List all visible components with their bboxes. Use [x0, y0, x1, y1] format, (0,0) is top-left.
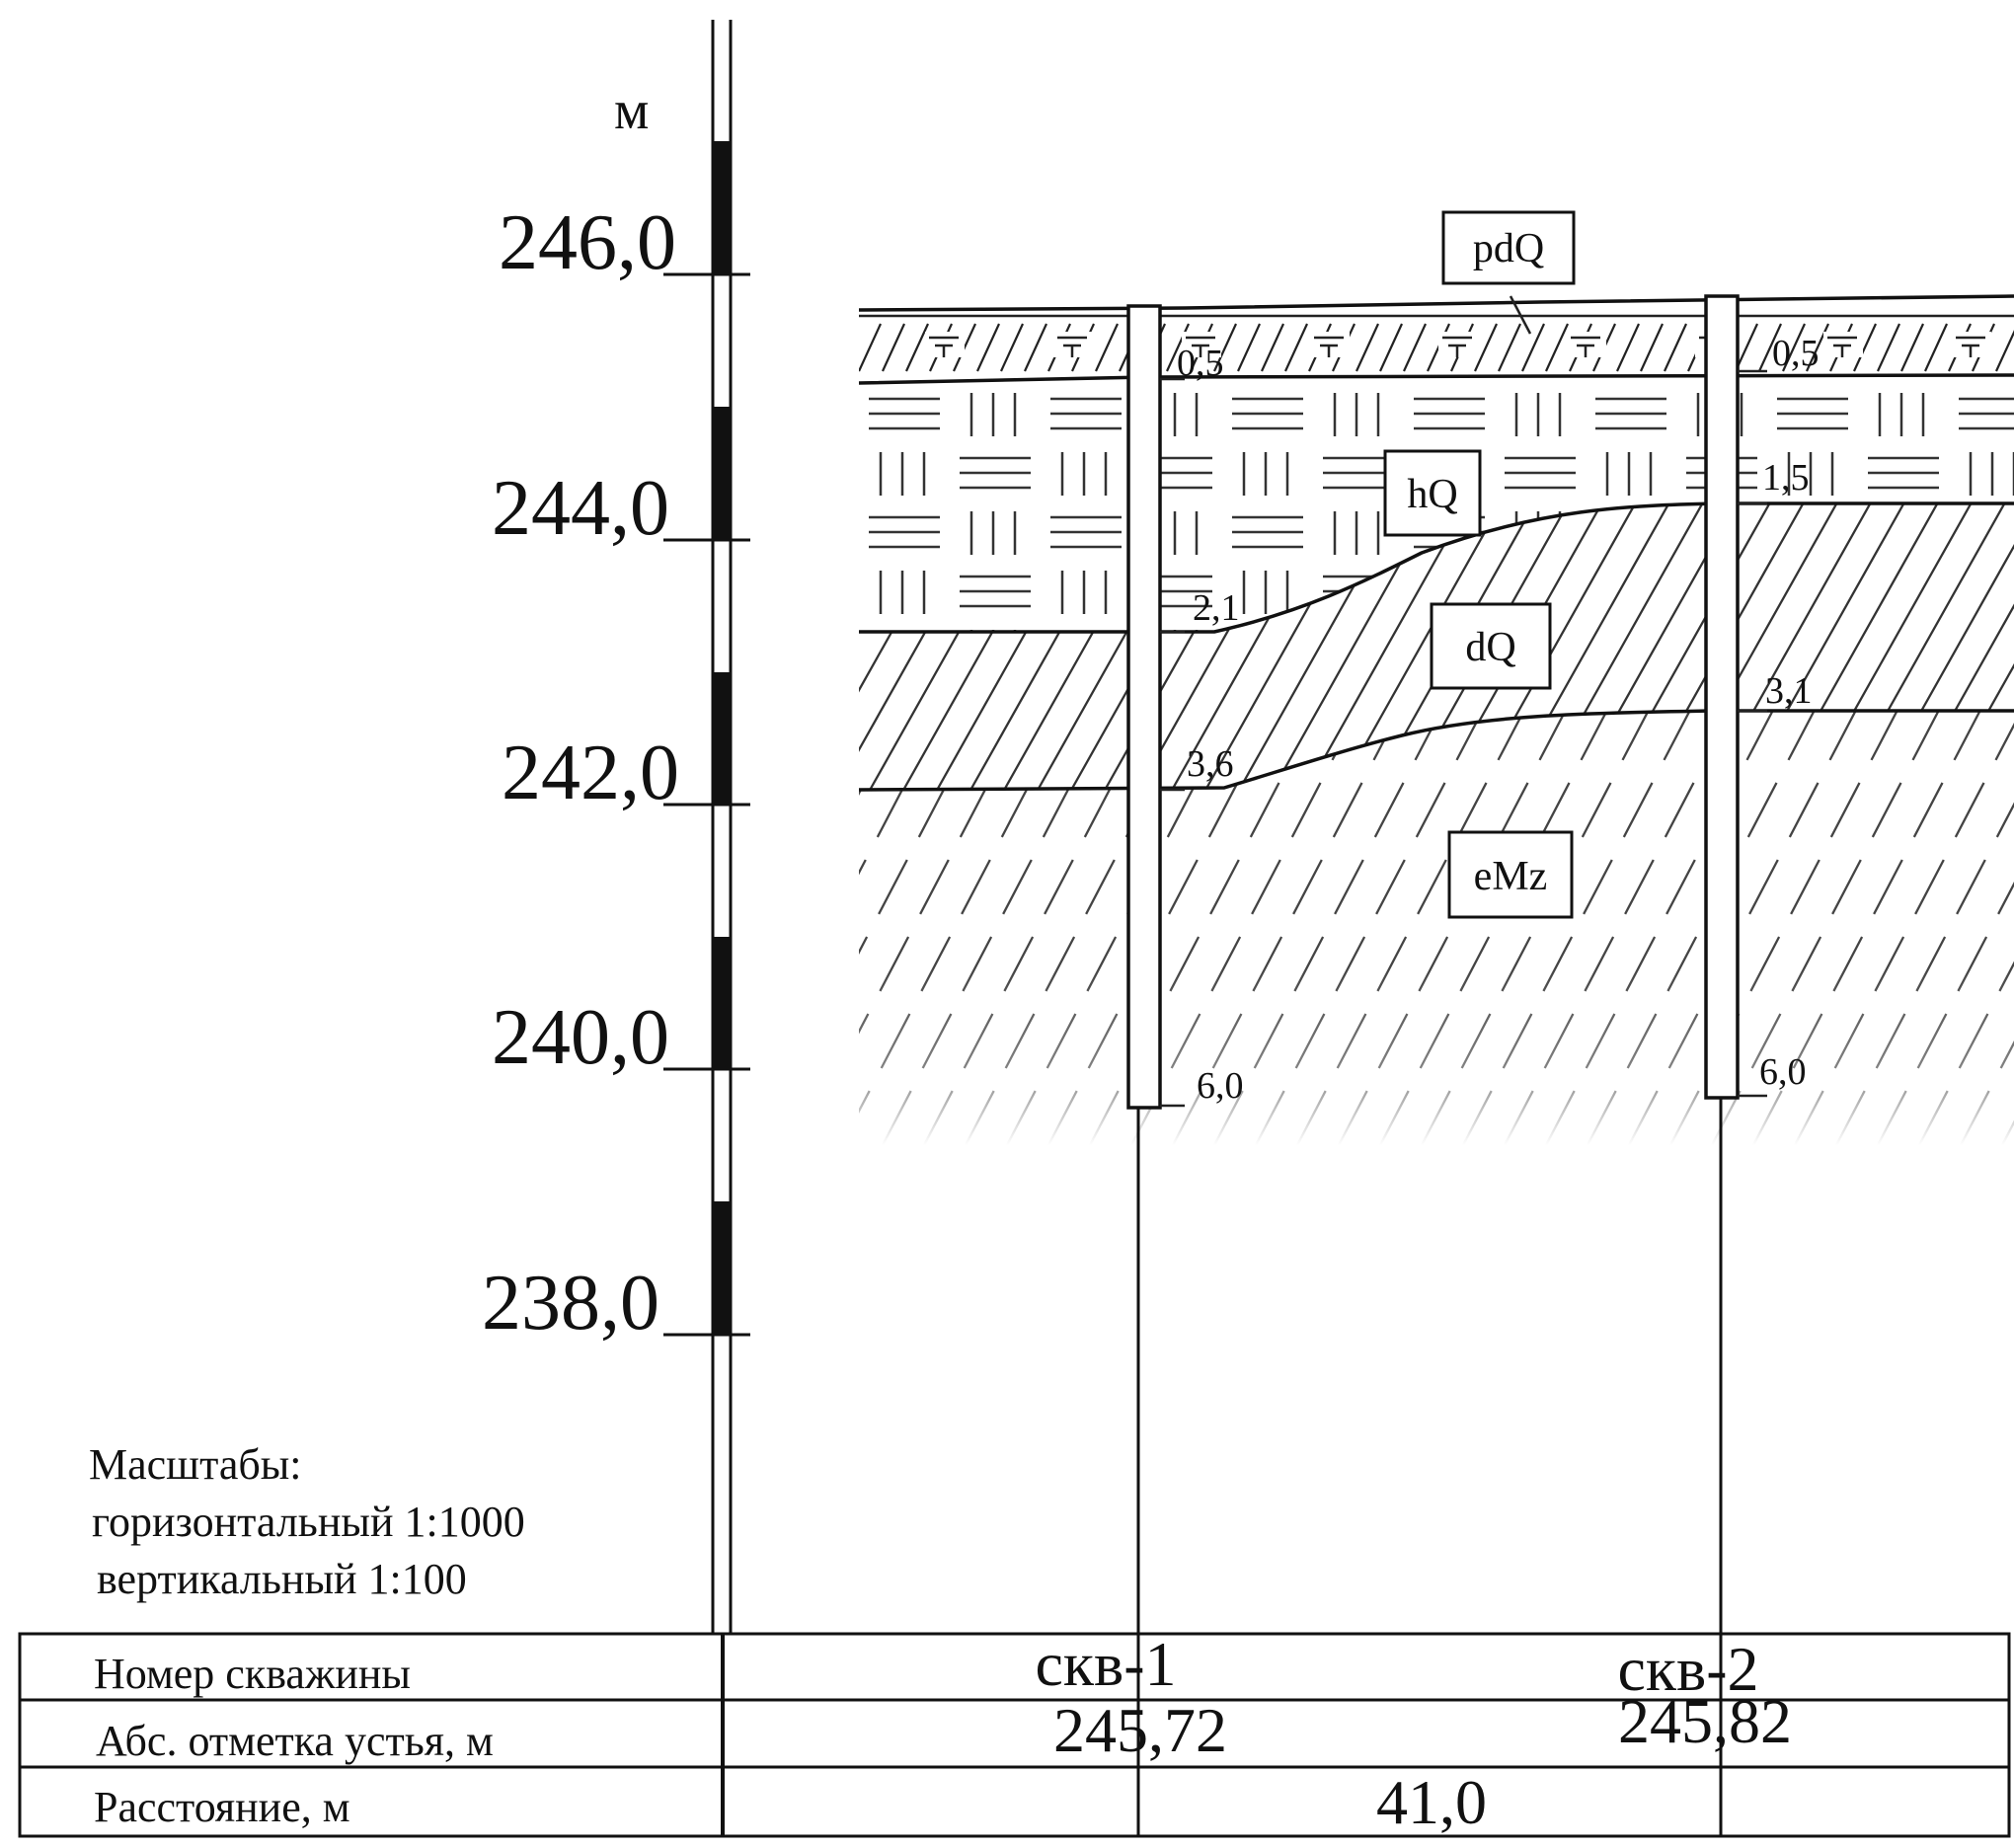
layer-d — [859, 503, 2014, 790]
scales-horizontal: горизонтальный 1:1000 — [92, 1498, 525, 1546]
pd-hatch-stroke — [1521, 323, 1545, 372]
borehole-1-elevation: 245,72 — [1053, 1695, 1227, 1765]
layer-pd — [859, 323, 2014, 372]
pd-hatch-stroke — [1024, 323, 1047, 372]
pd-hatch-stroke — [905, 323, 929, 372]
layer-index-d: dQ — [1465, 625, 1515, 670]
row-distance-label: Расстояние, м — [94, 1783, 350, 1831]
bh2-depth-1: 0,5 — [1772, 333, 1820, 374]
bh1-depth-1: 0,5 — [1177, 343, 1224, 384]
layer-boundaries — [858, 294, 2014, 792]
scale-segment-2 — [713, 672, 731, 805]
d-hatch-stroke — [1528, 503, 1710, 790]
d-hatch-stroke — [859, 503, 971, 790]
scale-unit-label: м — [614, 80, 649, 141]
scale-tick-label-4: 238,0 — [482, 1260, 659, 1347]
d-hatch-stroke — [859, 503, 1005, 790]
pd-hatch-stroke — [1900, 323, 1924, 372]
borehole-1 — [1126, 304, 1185, 1634]
distance-value: 41,0 — [1376, 1767, 1487, 1837]
borehole-2-elevation: 245,82 — [1618, 1686, 1792, 1756]
elevation-scale — [663, 20, 750, 1634]
d-hatch-stroke — [1797, 503, 1978, 790]
layer-index-h: hQ — [1407, 472, 1457, 517]
pd-hatch-stroke — [1853, 323, 1877, 372]
row-borehole-number-label: Номер скважины — [94, 1650, 411, 1698]
pd-hatch-stroke — [1474, 323, 1498, 372]
scale-tick-label-1: 244,0 — [492, 465, 669, 552]
pd-hatch-stroke — [882, 323, 905, 372]
borehole-1-name: скв-1 — [1035, 1629, 1176, 1699]
d-hatch-stroke — [1730, 503, 1911, 790]
d-hatch-stroke — [1260, 503, 1441, 790]
label-box-h: hQ — [1383, 449, 1482, 537]
d-hatch-stroke — [1092, 503, 1274, 790]
pd-hatch-stroke — [1616, 323, 1640, 372]
pd-hatch-stroke — [1758, 323, 1782, 372]
label-box-e: eMz — [1447, 830, 1574, 919]
bh2-depth-2: 1,5 — [1762, 457, 1810, 499]
layer-index-pd: pdQ — [1473, 226, 1544, 271]
pd-hatch-stroke — [1498, 323, 1521, 372]
d-hatch-stroke — [1025, 503, 1206, 790]
scale-segment-3 — [713, 937, 731, 1069]
label-box-d: dQ — [1430, 602, 1552, 690]
pd-hatch-stroke — [1782, 323, 1806, 372]
pd-hatch-stroke — [1284, 323, 1308, 372]
pd-hatch-stroke — [1237, 323, 1261, 372]
d-hatch-stroke — [891, 503, 1072, 790]
scales-vertical: вертикальный 1:100 — [97, 1555, 467, 1603]
d-hatch-stroke — [1763, 503, 1945, 790]
d-hatch-stroke — [1663, 503, 1844, 790]
d-hatch-stroke — [859, 503, 904, 790]
pd-hatch-stroke — [1403, 323, 1427, 372]
pd-hatch-stroke — [1356, 323, 1379, 372]
row-elevation-label: Абс. отметка устья, м — [96, 1717, 494, 1765]
pd-hatch-stroke — [1545, 323, 1569, 372]
borehole-2-name: скв-2 — [1617, 1634, 1758, 1704]
pd-hatch-stroke — [1664, 323, 1687, 372]
bh1-depth-2: 2,1 — [1193, 587, 1240, 629]
scale-segment-1 — [713, 407, 731, 540]
scale-tick-label-2: 242,0 — [502, 730, 679, 816]
pd-hatch-stroke — [976, 323, 1000, 372]
label-box-pd: pdQ — [1441, 210, 1576, 285]
data-table — [18, 1632, 2011, 1838]
layer-index-e: eMz — [1474, 854, 1548, 899]
d-hatch-stroke — [1998, 503, 2014, 790]
d-hatch-stroke — [1931, 503, 2014, 790]
bh2-depth-4: 6,0 — [1759, 1051, 1807, 1093]
layer-e — [859, 711, 2014, 1145]
d-hatch-stroke — [958, 503, 1139, 790]
pd-hatch-stroke — [1877, 323, 1900, 372]
pd-hatch-stroke — [1379, 323, 1403, 372]
bh1-depth-3: 3,6 — [1187, 743, 1234, 785]
boundary-h-d — [859, 501, 2014, 634]
scale-segment-4 — [713, 1201, 731, 1335]
scales-title: Масштабы: — [89, 1440, 302, 1489]
boundary-pd-h — [858, 373, 2014, 385]
d-hatch-stroke — [859, 503, 1039, 790]
ground-surface — [858, 294, 2014, 312]
pd-hatch-stroke — [1000, 323, 1024, 372]
pd-hatch-stroke — [1095, 323, 1119, 372]
d-hatch-stroke — [859, 503, 938, 790]
scale-tick-label-3: 240,0 — [492, 994, 669, 1081]
pd-hatch-stroke — [1261, 323, 1284, 372]
pd-hatch-stroke — [1995, 323, 2014, 372]
pd-hatch-stroke — [1924, 323, 1948, 372]
pd-hatch-stroke — [1213, 323, 1237, 372]
d-hatch-stroke — [1595, 503, 1777, 790]
d-hatch-stroke — [1830, 503, 2012, 790]
pd-hatch-stroke — [1640, 323, 1664, 372]
boundary-d-e — [858, 709, 2014, 792]
d-hatch-stroke — [1965, 503, 2014, 790]
bh1-depth-4: 6,0 — [1197, 1065, 1244, 1107]
borehole-2 — [1704, 294, 1767, 1634]
pd-hatch-stroke — [859, 323, 882, 372]
scale-tick-label-0: 246,0 — [499, 199, 676, 286]
scale-segment-0 — [713, 141, 731, 274]
bh2-depth-3: 3,1 — [1765, 670, 1813, 712]
